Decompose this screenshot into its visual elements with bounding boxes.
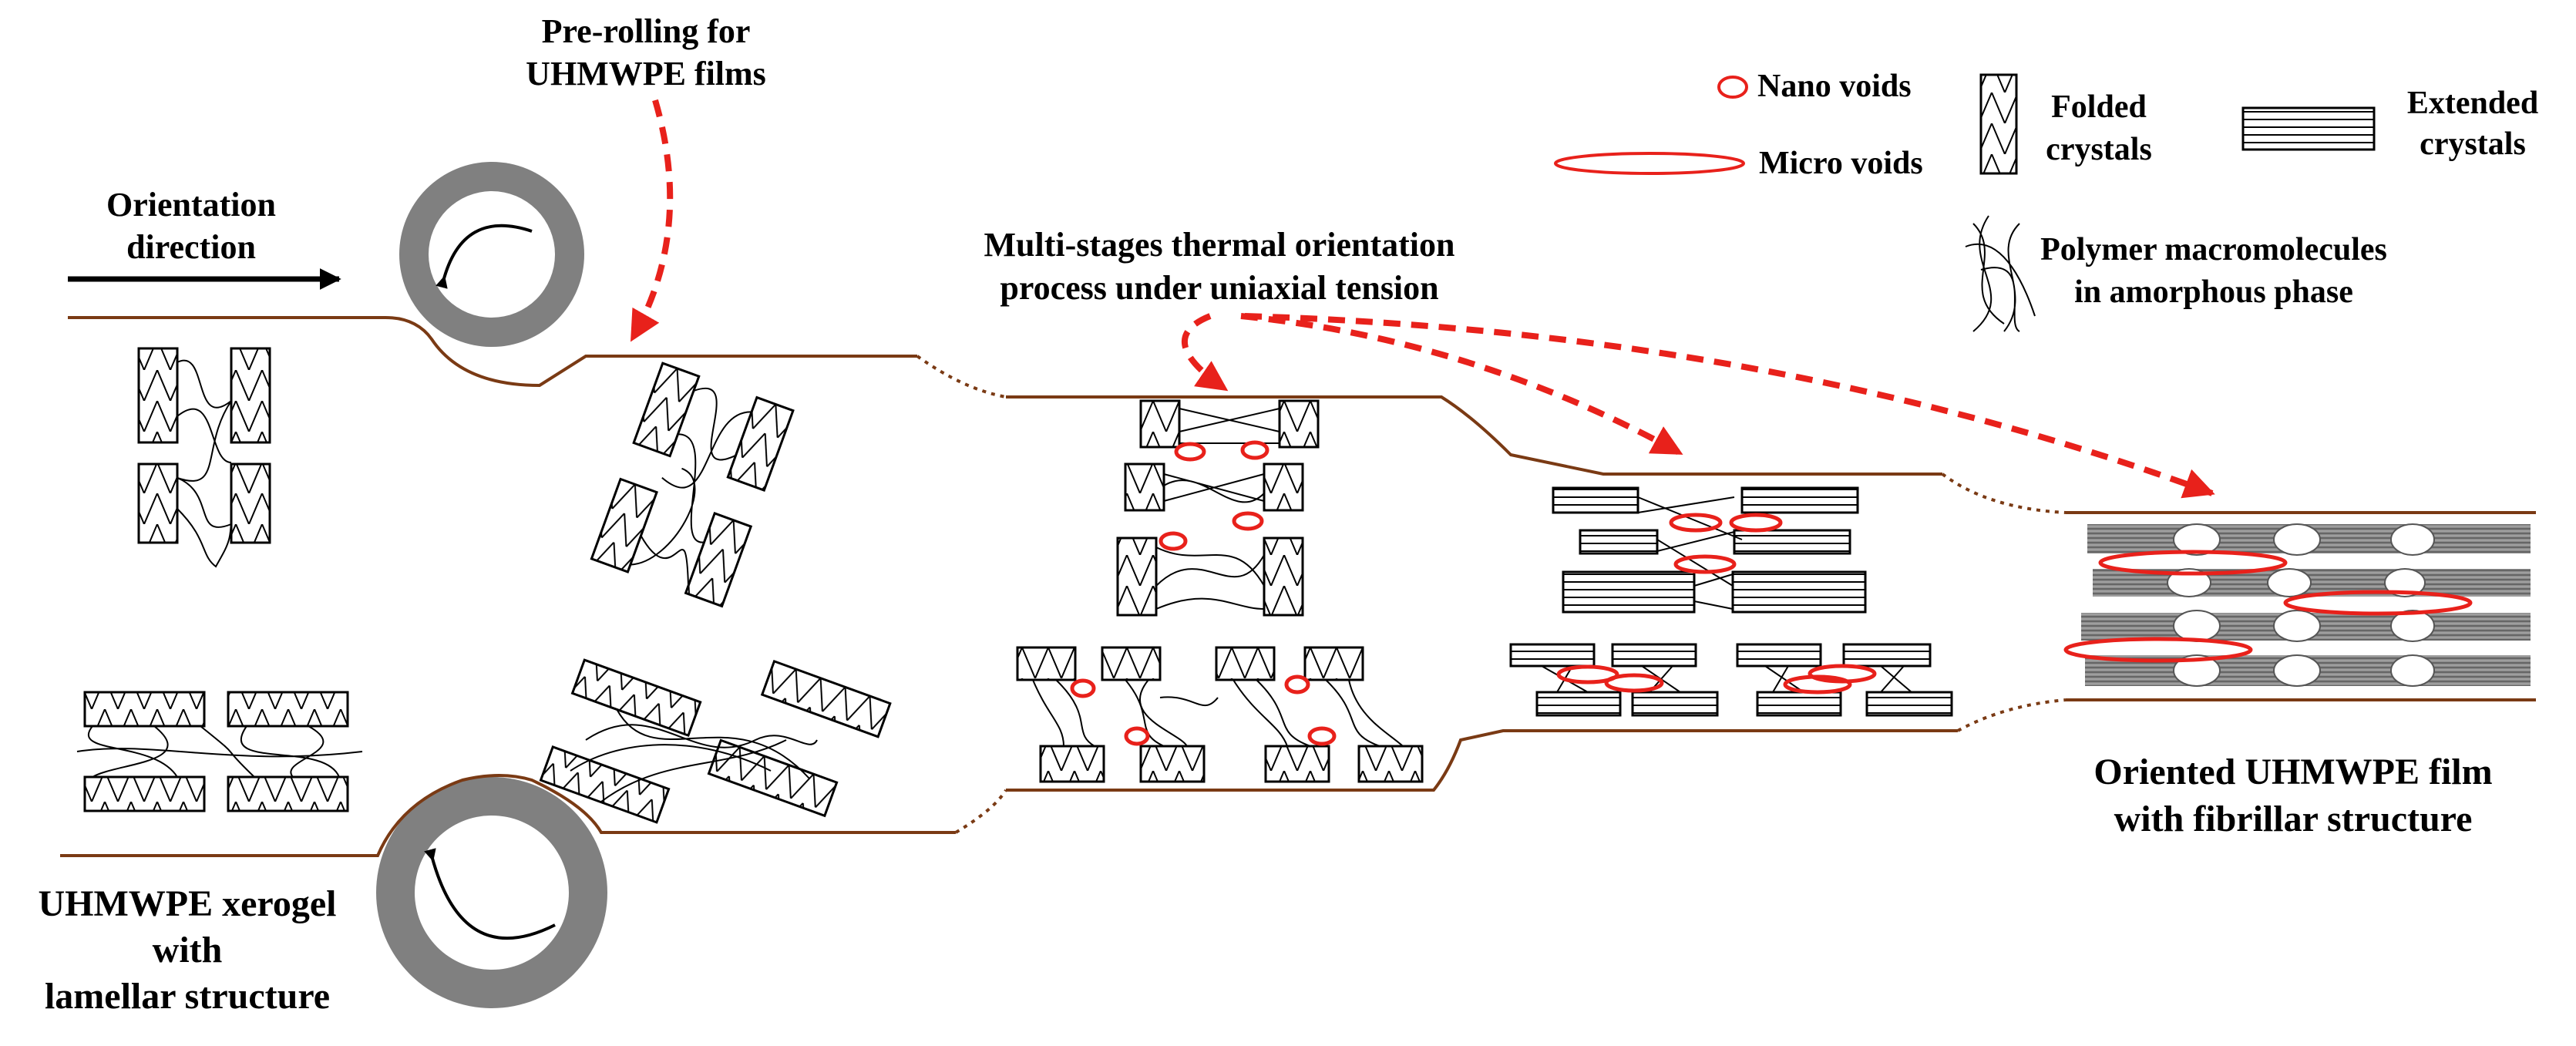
legend-extended-line1: Extended — [2407, 86, 2538, 121]
annotations: Pre-rolling for UHMWPE films Orientation… — [38, 12, 2492, 1017]
legend-polymer-swatch — [1965, 215, 2036, 332]
legend-nano-voids: Nano voids — [1757, 69, 1912, 104]
legend-folded-line2: crystals — [2046, 132, 2152, 167]
orientation-label-line1: Orientation — [106, 186, 276, 224]
stage4-crystals — [1509, 486, 1953, 717]
oriented-label-line2: with fibrillar structure — [2114, 799, 2473, 839]
prerolling-label-line1: Pre-rolling for — [542, 12, 751, 50]
legend-micro-voids: Micro voids — [1759, 146, 1923, 181]
legend-folded-swatch — [1979, 73, 2018, 175]
bottom-roller — [376, 777, 607, 1008]
legend-polymer-line1: Polymer macromolecules — [2040, 232, 2387, 267]
orientation-label-line2: direction — [126, 228, 256, 266]
xerogel-label-line1: UHMWPE xerogel — [38, 883, 336, 924]
stage1-crystals — [76, 347, 363, 812]
process-arrows — [629, 99, 2215, 499]
xerogel-label-line2: with — [153, 930, 223, 970]
legend-micro-void-swatch — [1554, 152, 1745, 175]
stage3-crystals — [1016, 399, 1424, 783]
stage5-fibrils — [2081, 523, 2531, 687]
legend-extended-swatch — [2241, 106, 2376, 151]
film-boundaries — [60, 316, 2536, 857]
multistage-label-line2: process under uniaxial tension — [1000, 269, 1438, 307]
legend: Nano voids Micro voids Folded crystals E… — [1554, 69, 2538, 332]
legend-nano-void-swatch — [1717, 76, 1748, 99]
oriented-label-line1: Oriented UHMWPE film — [2093, 752, 2492, 792]
stage2-crystals — [539, 362, 892, 824]
top-roller — [399, 162, 584, 347]
xerogel-label-line3: lamellar structure — [45, 976, 330, 1017]
legend-extended-line2: crystals — [2420, 126, 2526, 162]
legend-polymer-line2: in amorphous phase — [2074, 274, 2353, 310]
multistage-label-line1: Multi-stages thermal orientation — [984, 226, 1455, 264]
legend-folded-line1: Folded — [2051, 89, 2147, 125]
prerolling-label-line2: UHMWPE films — [526, 55, 766, 92]
void-markers — [1070, 440, 2473, 746]
